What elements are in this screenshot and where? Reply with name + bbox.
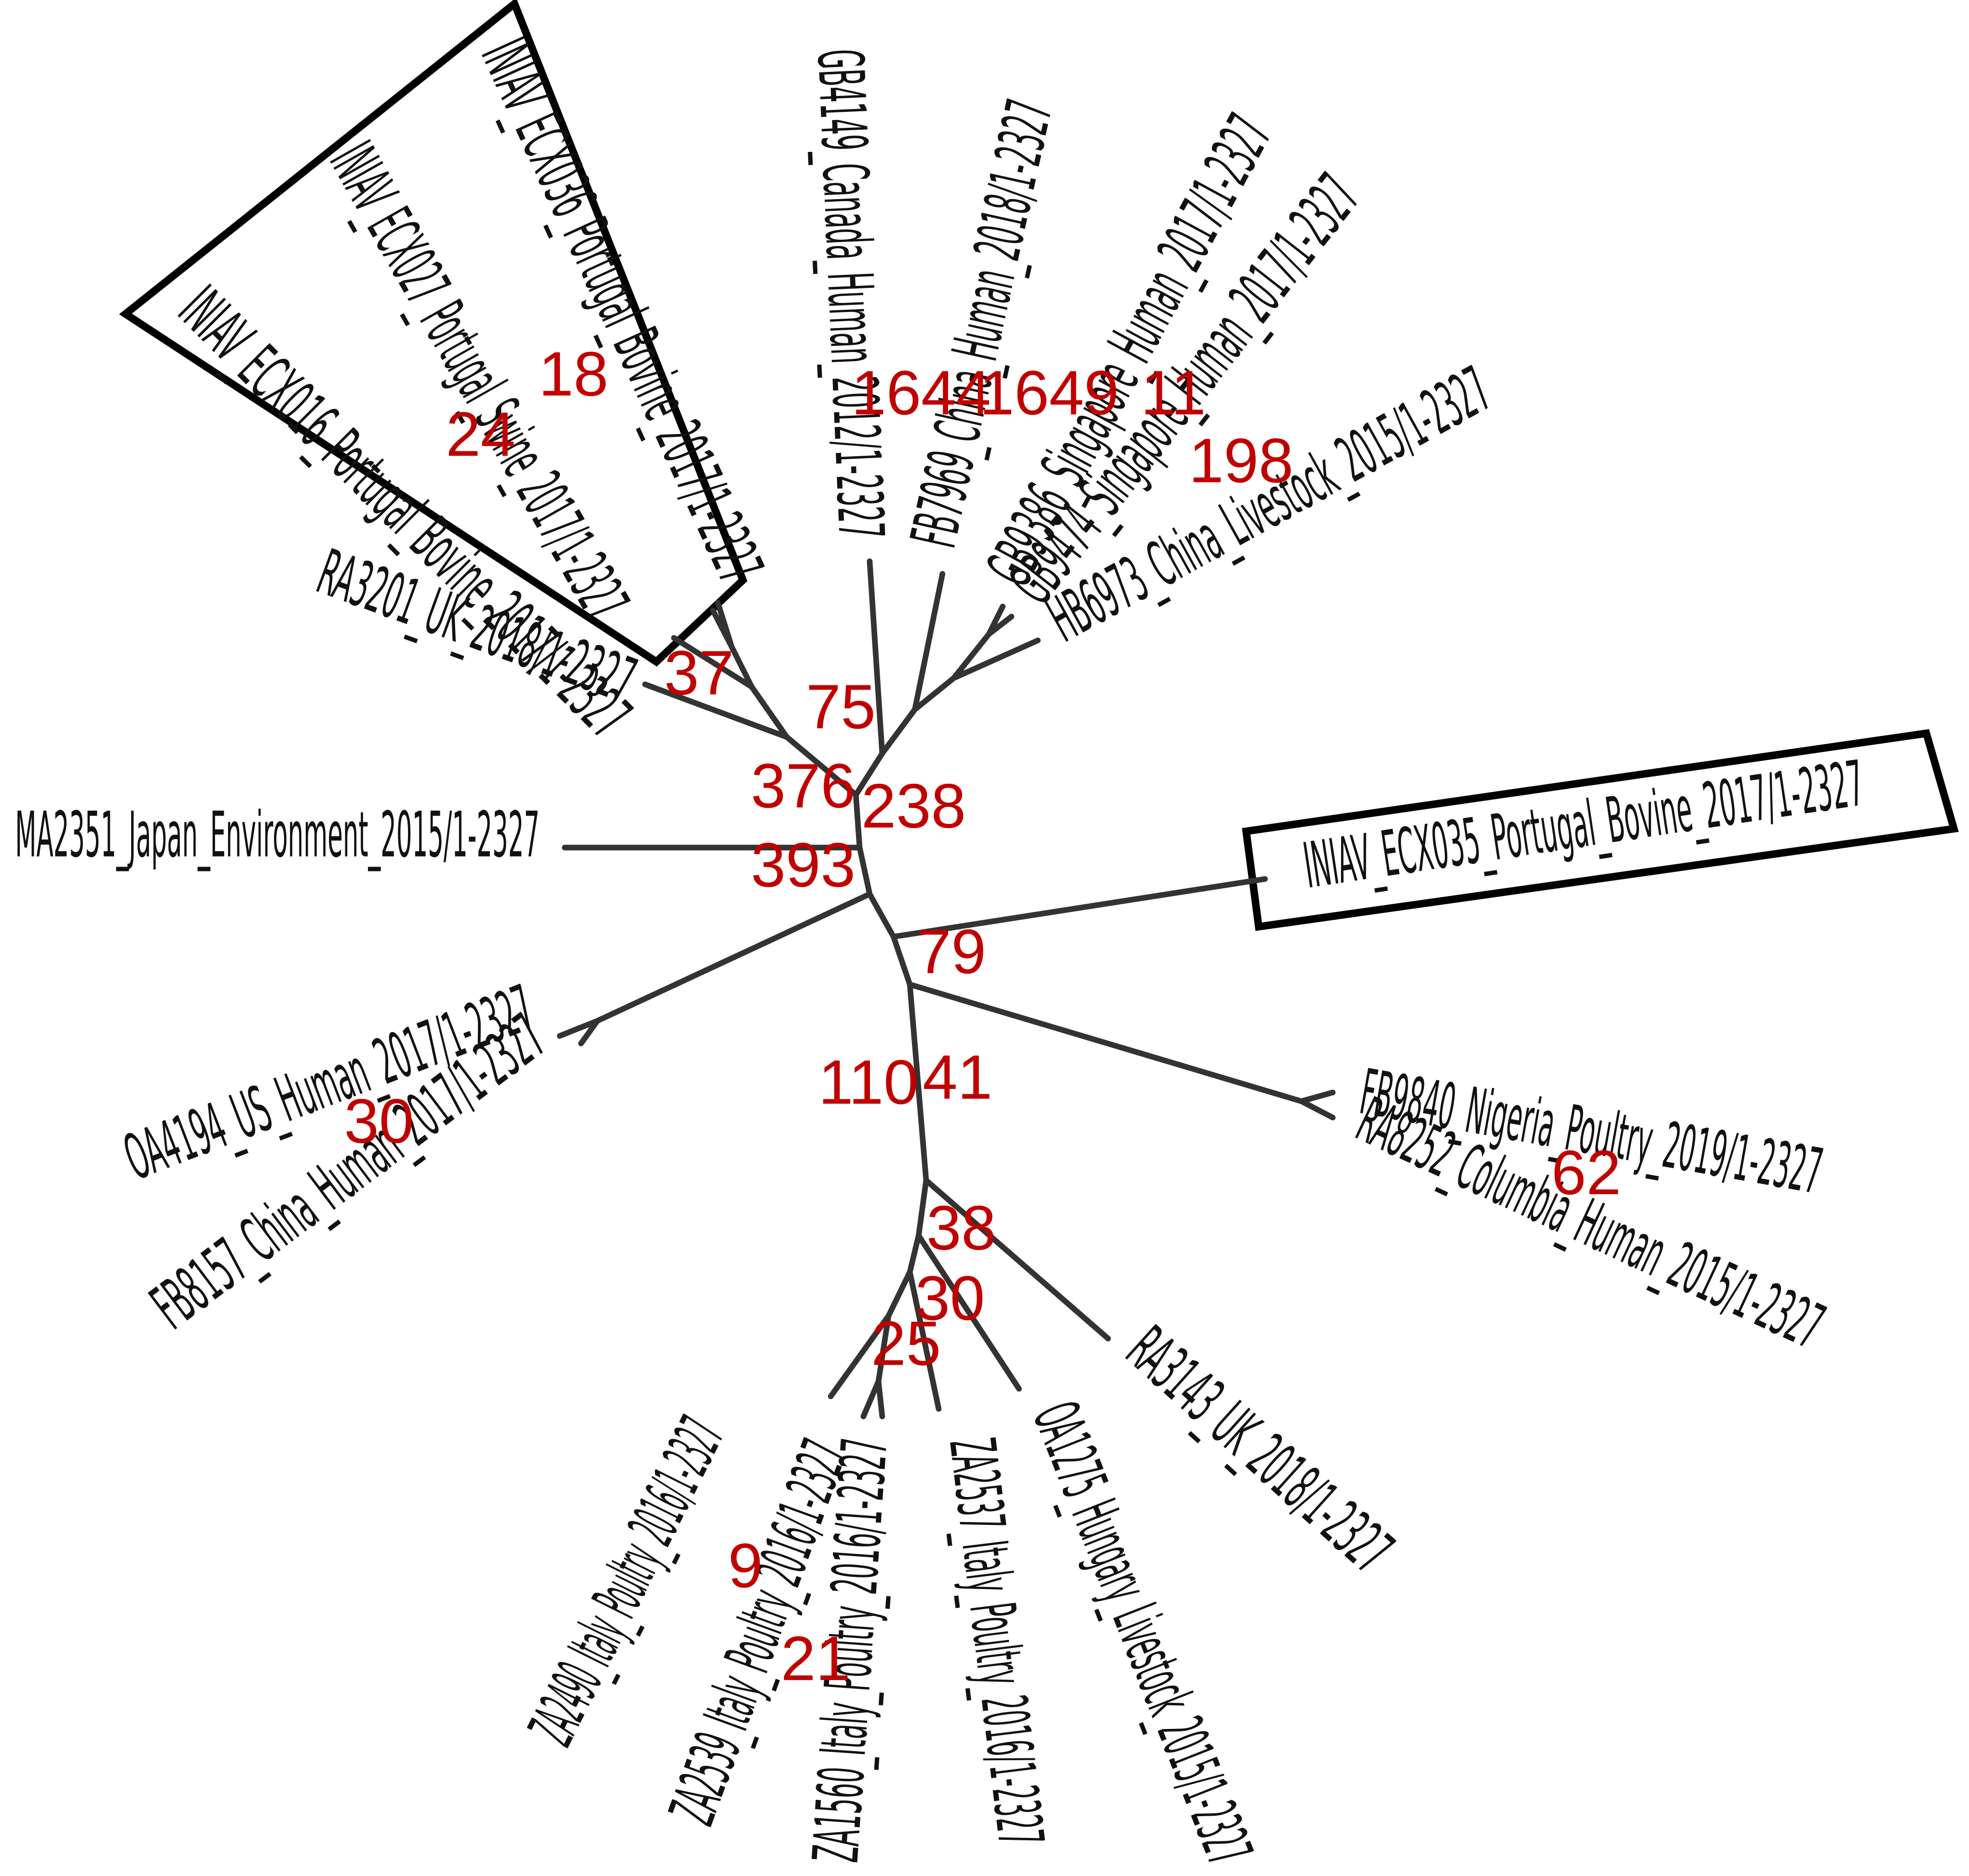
leaf-label-ra3143: RA3143_UK_2018/1-2327 [1113, 1313, 1406, 1587]
distance-numbers: 18 24 1644 1649 11 198 37 75 376 238 393… [344, 339, 1621, 1694]
branch [885, 1269, 913, 1319]
branches [557, 558, 1336, 1419]
branch [594, 891, 873, 1024]
distance-number: 41 [923, 1042, 992, 1112]
distance-number: 18 [539, 339, 609, 409]
distance-number: 1644 [851, 357, 991, 428]
distance-number: 25 [871, 1308, 941, 1378]
branch [951, 638, 1041, 681]
distance-number: 11 [1141, 357, 1206, 428]
branch [729, 644, 755, 690]
branch [916, 1177, 929, 1238]
branch [875, 1378, 885, 1419]
branch [1298, 1098, 1336, 1121]
branch [867, 891, 896, 940]
distance-number: 79 [916, 916, 986, 987]
branch [951, 631, 992, 681]
highlight-box-portugal-clade [119, 0, 747, 667]
distance-number: 9 [728, 1530, 763, 1601]
branch [710, 607, 734, 650]
distance-number: 1649 [979, 357, 1119, 428]
branch [867, 558, 885, 757]
distance-number: 62 [1551, 1137, 1621, 1208]
branch [907, 981, 929, 1183]
distance-number: 110 [818, 1047, 918, 1117]
branch [1298, 1089, 1336, 1104]
distance-number: 75 [806, 671, 876, 742]
branch [828, 1313, 892, 1400]
distance-number: 238 [861, 771, 966, 841]
branch [907, 981, 1304, 1104]
branch [784, 734, 859, 798]
leaf-label-ma2351: MA2351_Japan_Environment_2015/1-2327 [15, 798, 540, 871]
branch [916, 1233, 1022, 1392]
branch [907, 1269, 942, 1412]
distance-number: 38 [926, 1193, 996, 1263]
branch [912, 571, 946, 712]
branch [890, 934, 913, 988]
branch [860, 1378, 882, 1419]
leaf-label-gb4149: GB4149_Canada_Human_2012/1-2327 [803, 48, 898, 540]
branch [890, 876, 1268, 940]
distance-number: 198 [1189, 425, 1293, 496]
branch [923, 1177, 1111, 1342]
highlight-box-ecx035 [1242, 729, 1959, 931]
distance-number: 393 [751, 829, 855, 900]
distance-number: 30 [915, 1263, 985, 1333]
branch [557, 1018, 600, 1039]
branch [856, 844, 873, 897]
branch [853, 792, 863, 851]
branch [578, 1018, 600, 1047]
branch [912, 675, 957, 712]
branch [907, 1233, 922, 1275]
distance-number: 21 [781, 1623, 851, 1694]
distance-number: 30 [344, 1086, 414, 1156]
leaf-label-za2537: ZA2537_Italy_Poultry_2016/1-2327 [935, 1434, 1058, 1849]
branch [986, 613, 1015, 637]
branch [642, 681, 790, 740]
distance-number: 376 [751, 750, 855, 821]
distance-number: 24 [446, 399, 516, 469]
branch [875, 1313, 892, 1384]
branch [748, 684, 790, 740]
distance-number: 37 [664, 638, 734, 708]
branch [671, 635, 755, 690]
branch [879, 707, 918, 757]
branch [853, 750, 885, 798]
